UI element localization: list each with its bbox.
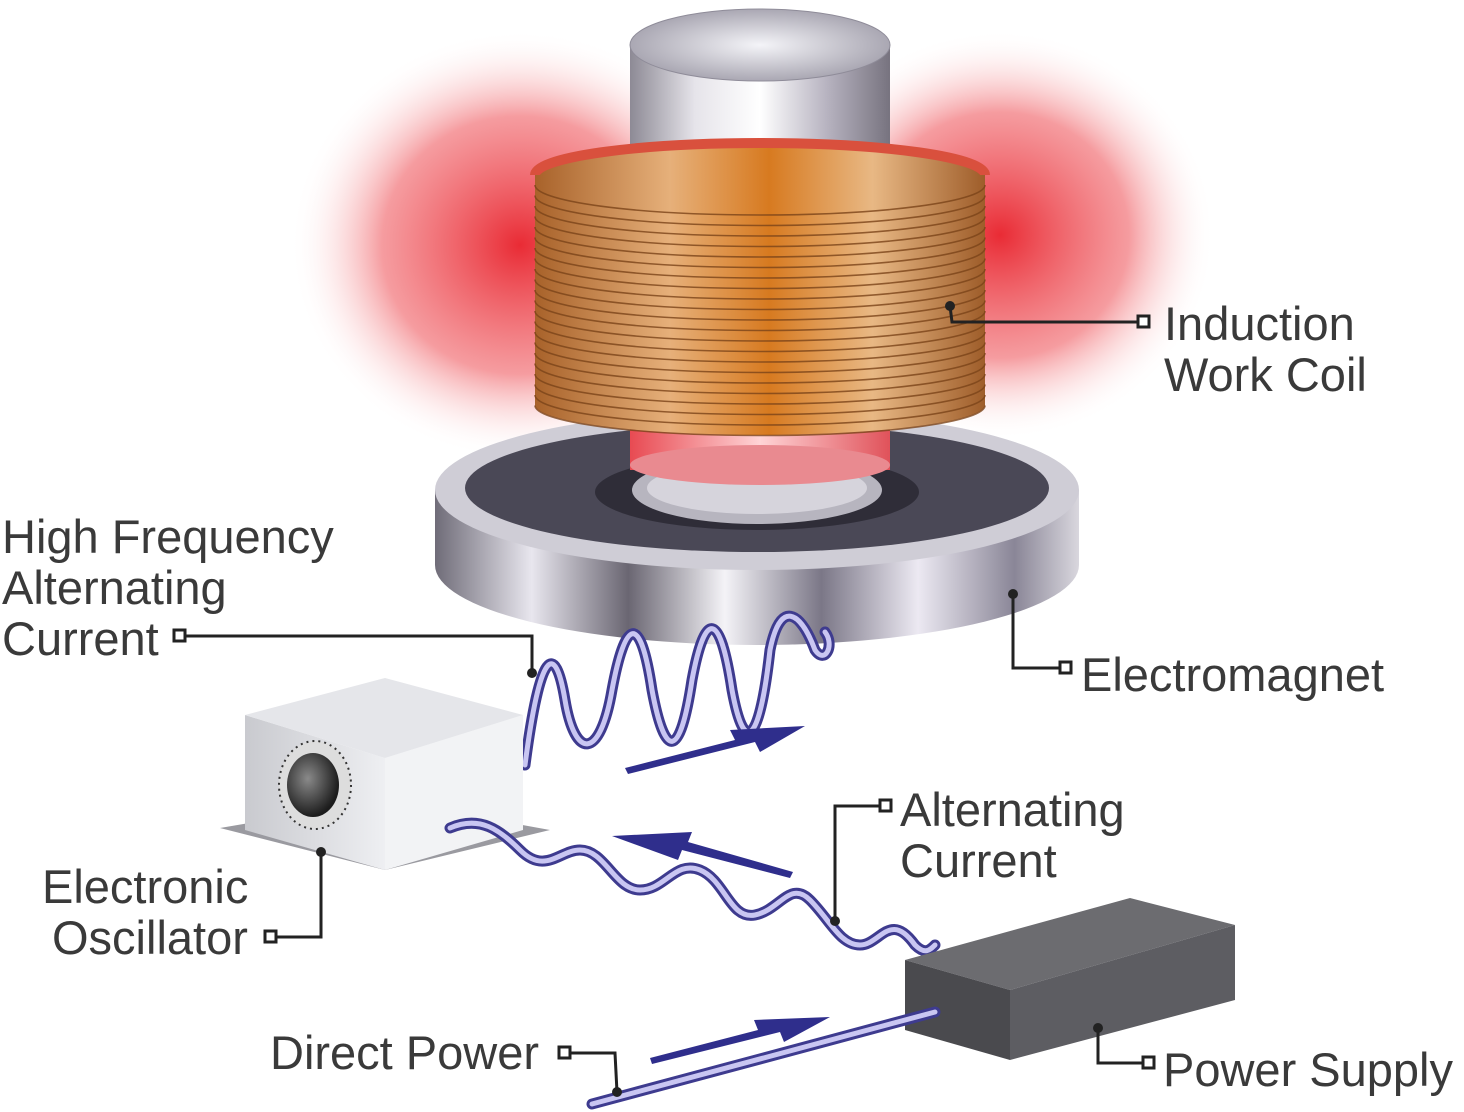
coil-winding (534, 363, 986, 395)
coil-winding (534, 300, 986, 332)
high-frequency-wire-highlight (522, 613, 832, 768)
coil-winding (534, 352, 986, 384)
coil-winding (534, 205, 986, 237)
arrow-alternating-current-icon (612, 832, 793, 878)
coil-winding (534, 373, 986, 405)
alternating-current-wire (444, 817, 941, 957)
label-direct-power: Direct Power (270, 1026, 539, 1079)
electronic-oscillator (220, 678, 550, 870)
coil-winding (534, 184, 986, 216)
induction-work-coil (530, 138, 990, 437)
coil-winding (534, 237, 986, 269)
label-high-frequency-line2: Alternating (2, 561, 227, 614)
coil-winding (534, 279, 986, 311)
coil-winding (534, 310, 986, 342)
coil-winding (534, 268, 986, 300)
coil-winding (534, 394, 986, 426)
arrow-direct-power-icon (650, 1017, 830, 1064)
label-electromagnet: Electromagnet (1081, 648, 1384, 701)
label-electronic-oscillator-line1: Electronic (42, 860, 248, 913)
coil-winding (534, 289, 986, 321)
coil-winding (534, 405, 986, 437)
coil-winding (534, 384, 986, 416)
label-high-frequency-line3: Current (2, 612, 159, 665)
power-supply (905, 898, 1235, 1060)
direct-power-wire-highlight (589, 1009, 938, 1107)
label-high-frequency-line1: High Frequency (2, 510, 334, 563)
coil-winding (534, 226, 986, 258)
label-alternating-current-line1: Alternating (900, 783, 1125, 836)
label-induction-work-coil-line2: Work Coil (1164, 348, 1367, 401)
leader-lines (172, 301, 1156, 1097)
coil-winding (534, 258, 986, 290)
coil-winding (534, 321, 986, 353)
label-electronic-oscillator-line2: Oscillator (52, 911, 248, 964)
coil-winding (534, 342, 986, 374)
oscillator-knob (287, 753, 339, 817)
coil-winding (534, 331, 986, 363)
coil-winding (534, 247, 986, 279)
coil-winding (534, 216, 986, 248)
arrow-high-frequency-icon (625, 726, 805, 774)
label-alternating-current-line2: Current (900, 834, 1057, 887)
alternating-current-wire-highlight (447, 820, 938, 954)
label-induction-work-coil-line1: Induction (1164, 297, 1355, 350)
coil-winding (534, 195, 986, 227)
label-power-supply: Power Supply (1163, 1043, 1453, 1096)
